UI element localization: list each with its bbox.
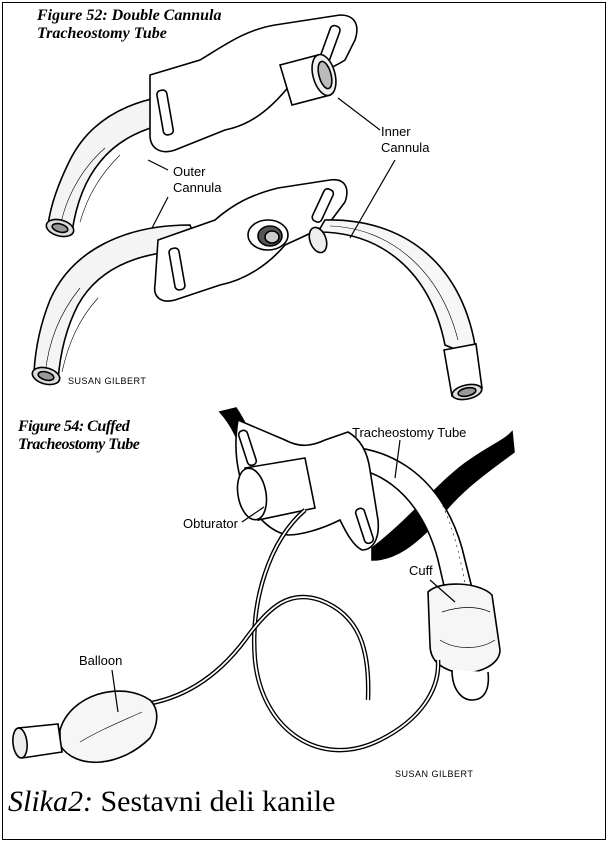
caption-text: Sestavni deli kanile <box>100 785 335 818</box>
obturator-tip <box>452 670 488 700</box>
figure52-credit: SUSAN GILBERT <box>68 376 146 386</box>
label-tracheostomy-tube: Tracheostomy Tube <box>352 425 466 440</box>
figure52-inner-cannula <box>306 220 483 402</box>
pilot-balloon <box>60 691 157 762</box>
figure54-cuffed-tube <box>11 408 514 762</box>
figure52-bottom-outer-cannula <box>30 180 346 388</box>
inner-cannula-tube <box>318 220 475 350</box>
label-inner-cannula-line2: Cannula <box>381 140 430 155</box>
label-balloon: Balloon <box>79 653 122 668</box>
figure-caption: Slika2: Sestavni deli kanile <box>8 785 335 819</box>
cuff <box>428 584 500 673</box>
caption-prefix: Slika2: <box>8 785 93 818</box>
figure54-credit: SUSAN GILBERT <box>395 769 473 779</box>
label-inner-cannula-line1: Inner <box>381 124 411 139</box>
label-obturator: Obturator <box>183 516 239 531</box>
label-outer-cannula-line2: Cannula <box>173 180 222 195</box>
label-outer-cannula-line1: Outer <box>173 164 206 179</box>
label-cuff: Cuff <box>409 563 433 578</box>
